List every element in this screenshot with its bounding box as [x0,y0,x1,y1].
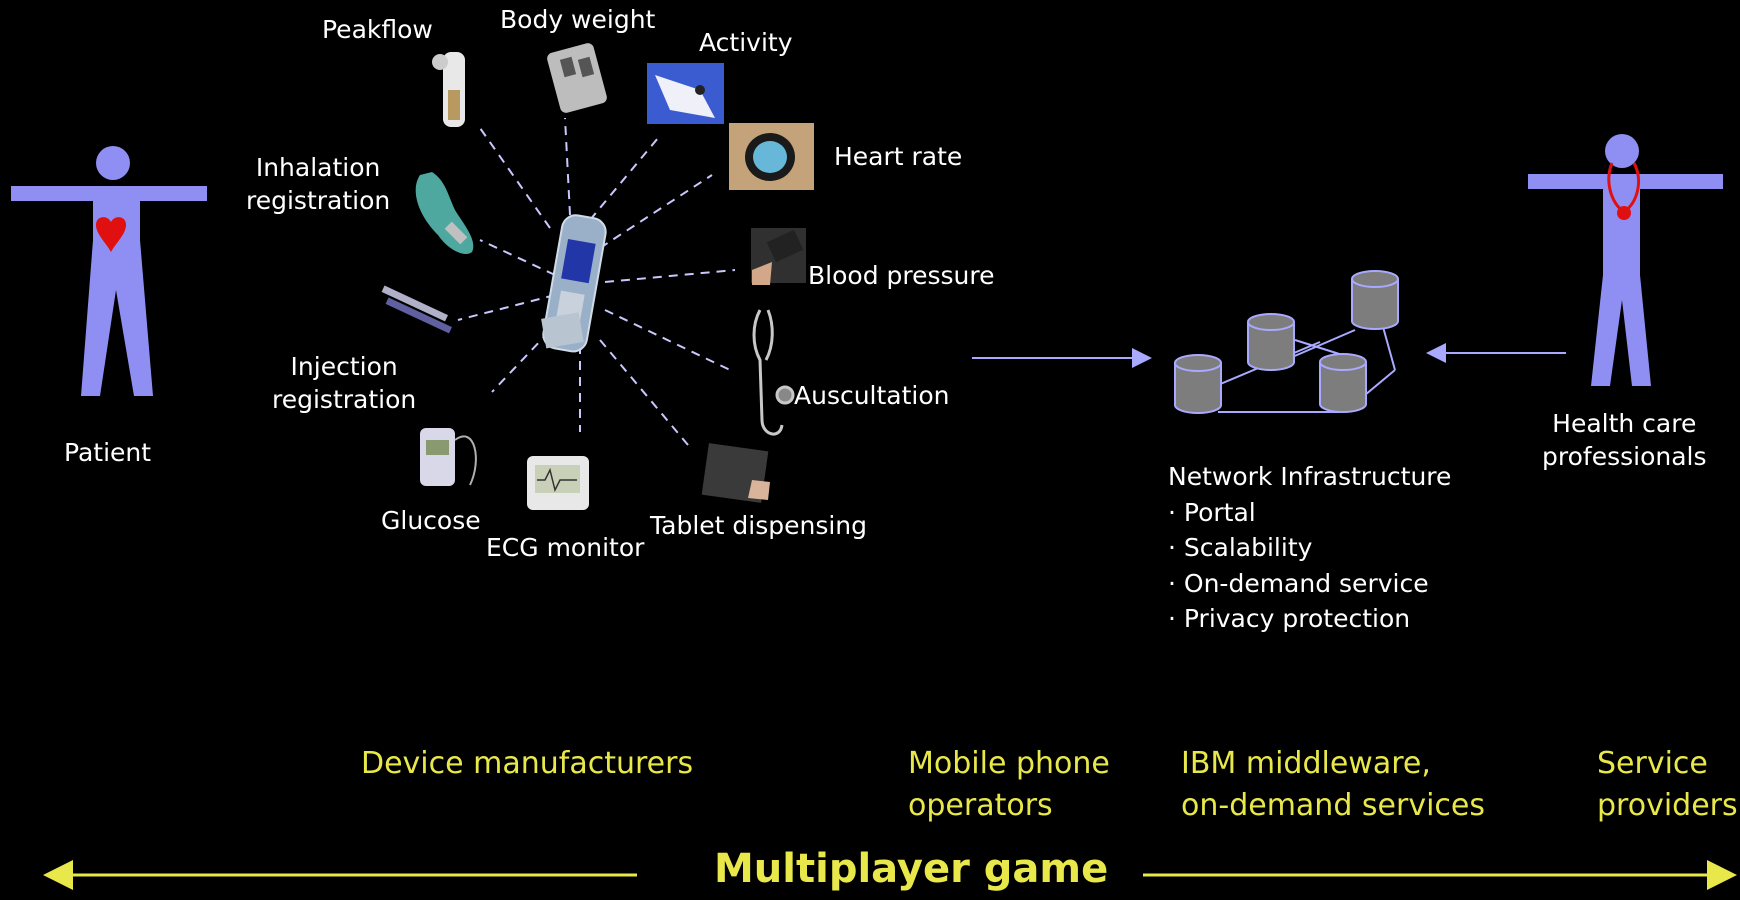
glucose-label: Glucose [381,506,481,535]
network-item: · On-demand service [1168,566,1451,602]
auscultation-label: Auscultation [794,381,950,410]
connector-inhalation [479,239,556,276]
heart-icon [95,217,127,252]
inhalation-label-line: Inhalation [255,153,381,182]
tablet-dispenser-icon [701,443,770,503]
bullet: · [1168,604,1176,633]
injection-label: Injection registration [272,351,416,416]
ibm-line: on-demand services [1181,788,1485,823]
connector-body-weight [564,117,571,216]
bullet: · [1168,533,1176,562]
glucose-meter-icon [420,428,477,486]
peakflow-label: Peakflow [322,15,433,44]
database-icon [1351,270,1399,330]
connector-heart-rate [599,174,713,249]
mobile-operators-label: Mobile phone operators [908,743,1110,827]
inhaler-icon [415,172,474,255]
ibm-label: IBM middleware, on-demand services [1181,743,1485,827]
ibm-line: IBM middleware, [1181,746,1431,781]
peakflow-meter-icon [432,52,465,127]
footer-title: Multiplayer game [714,846,1109,892]
connector-injection [457,294,556,321]
professionals-label-line: Health care [1552,409,1697,438]
stethoscope-device-icon [752,309,795,436]
network-item: · Scalability [1168,530,1451,566]
connector-tablet [599,339,689,446]
connector-activity [589,137,659,221]
network-item-text: Portal [1183,497,1256,527]
network-item: · Privacy protection [1168,601,1451,637]
injection-pen-icon [381,285,452,334]
service-providers-line: providers [1597,788,1738,823]
network-item-text: Scalability [1183,533,1313,562]
patient-figure [11,146,207,396]
mobile-operators-line: operators [908,788,1053,823]
service-providers-label: Service providers [1597,743,1738,827]
network-item: · Portal [1168,495,1451,531]
database-icon [1319,353,1367,413]
inhalation-label: Inhalation registration [246,152,390,217]
bullet: · [1168,497,1176,527]
professionals-label: Health care professionals [1542,408,1707,473]
device-manufacturers-label: Device manufacturers [361,746,694,781]
professional-figure [1528,134,1723,386]
database-icon [1174,354,1222,414]
network-item-text: Privacy protection [1183,604,1411,633]
network-diagram [1174,270,1399,414]
patient-label: Patient [64,438,152,467]
tablet-label: Tablet dispensing [650,511,868,540]
connector-peakflow [479,127,551,229]
connector-blood-pressure [604,269,736,283]
heart-rate-watch-icon [729,123,814,190]
mobile-operators-line: Mobile phone [908,746,1110,781]
service-providers-line: Service [1597,746,1708,781]
blood-pressure-cuff-icon [751,228,806,285]
heart-rate-label: Heart rate [834,142,963,171]
network-title: Network Infrastructure [1168,462,1452,491]
ecg-monitor-icon [527,456,589,510]
network-item-text: On-demand service [1183,568,1429,598]
injection-label-line: registration [272,384,417,414]
body-weight-scale-icon [547,43,607,113]
bullet: · [1168,568,1176,598]
connector-auscultation [604,309,731,371]
device-connectors [457,117,736,446]
mobile-phone-icon [541,214,607,353]
network-infrastructure: Network Infrastructure · Portal · Scalab… [1168,459,1451,637]
inhalation-label-line: registration [246,185,391,215]
blood-pressure-label: Blood pressure [808,261,995,290]
database-icon [1247,313,1295,371]
ecg-label: ECG monitor [486,533,645,562]
injection-label-line: Injection [290,352,398,381]
body-weight-label: Body weight [500,5,656,34]
activity-label: Activity [699,28,793,57]
activity-monitor-icon [647,63,724,124]
professionals-label-line: professionals [1542,441,1707,471]
